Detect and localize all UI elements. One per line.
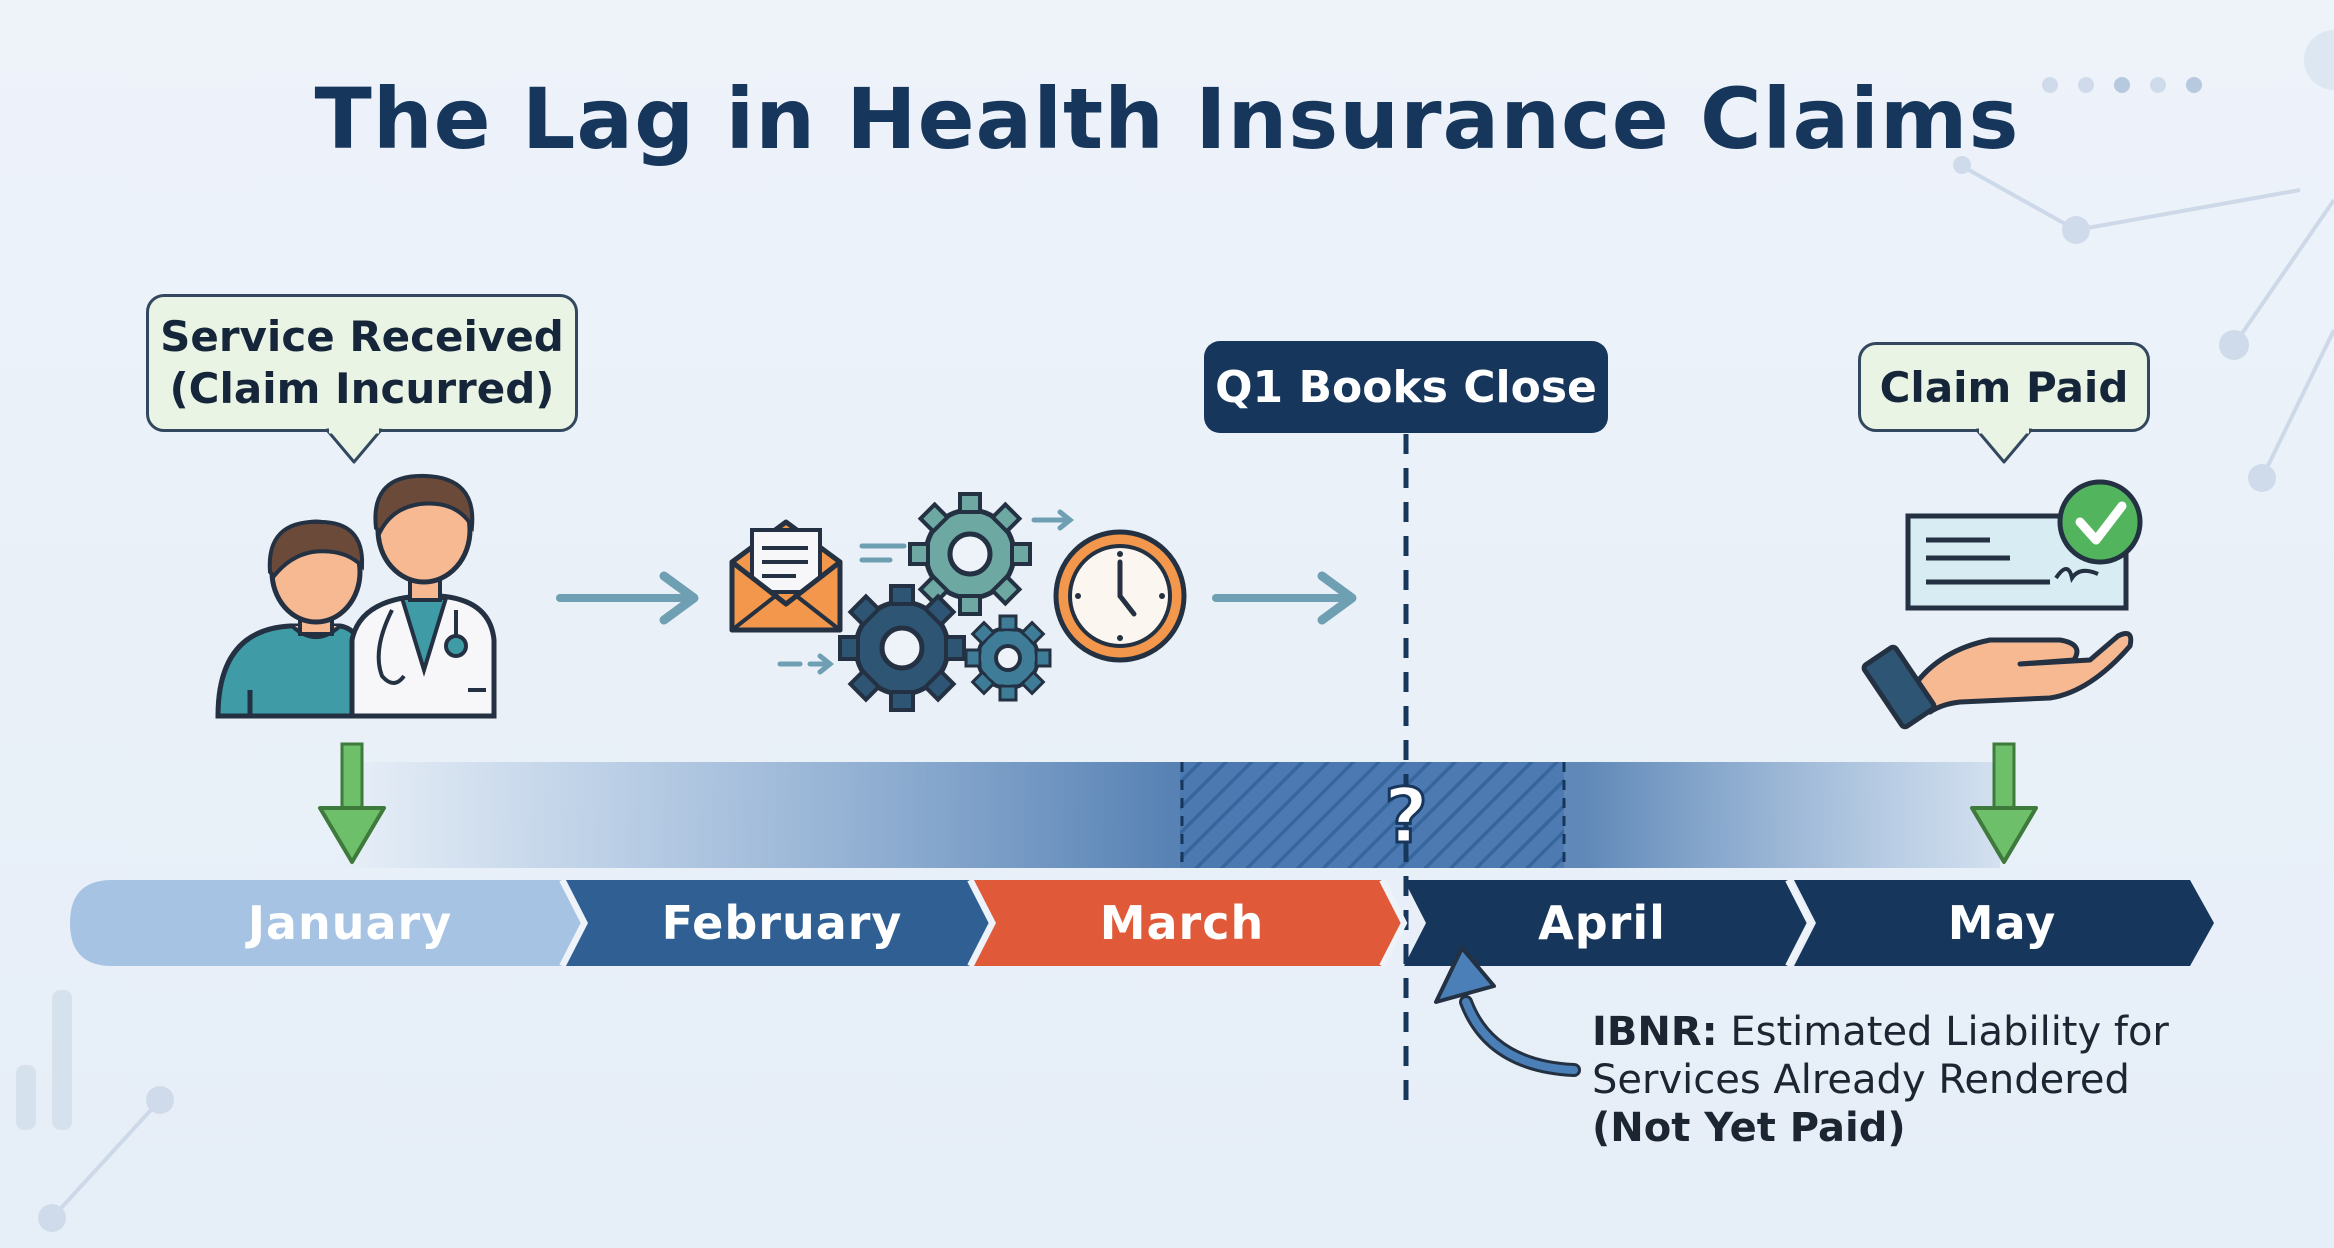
timeline: [70, 878, 2214, 968]
doctor-icon: [349, 473, 497, 719]
ibnr-line1: Estimated Liability for: [1730, 1009, 2169, 1055]
claim-paid-label: Claim Paid: [1879, 362, 2129, 412]
envelope-icon: [729, 519, 843, 633]
month-label-april: April: [1538, 896, 1666, 950]
process-arrow-2: [1212, 571, 1357, 625]
month-label-may: May: [1947, 896, 2057, 950]
service-received-callout: Service Received (Claim Incurred): [146, 294, 578, 432]
service-received-line2: (Claim Incurred): [169, 364, 555, 413]
hand-icon: [1861, 631, 2134, 730]
page-title: The Lag in Health Insurance Claims: [314, 70, 2020, 168]
unpaid-hatched-zone: [1180, 762, 1564, 868]
claims-lag-band: [340, 762, 2000, 868]
uncertainty-question-mark: ?: [1382, 769, 1429, 861]
ibnr-line3: (Not Yet Paid): [1592, 1105, 1906, 1151]
timeline-segment-may: [1794, 880, 2214, 966]
timeline-segment-february: [566, 880, 992, 966]
ibnr-term: IBNR:: [1592, 1009, 1718, 1055]
month-label-march: March: [1099, 896, 1265, 950]
claim-paid-bubble-pointer: [1975, 428, 2033, 464]
process-arrow-1: [556, 571, 699, 625]
ibnr-pointer-arrow: [1434, 946, 1581, 1077]
timeline-segment-april: [1404, 880, 1810, 966]
service-bubble-pointer: [325, 428, 383, 464]
month-label-january: January: [247, 896, 453, 950]
payment-down-arrow: [1970, 742, 2038, 864]
timeline-segment-march: [974, 880, 1404, 966]
timeline-segment-january: [70, 880, 584, 966]
claim-paid-callout: Claim Paid: [1858, 342, 2150, 432]
checkmark-badge-icon: [2057, 479, 2143, 565]
gears-icon: [838, 492, 1052, 712]
ibnr-note: IBNR: Estimated Liability for Services A…: [1592, 1008, 2272, 1152]
service-down-arrow: [318, 742, 386, 864]
service-received-line1: Service Received: [160, 312, 564, 361]
clock-icon: [1053, 529, 1187, 663]
motion-lines: [777, 509, 1075, 675]
patient-icon: [215, 519, 375, 719]
month-label-february: February: [661, 896, 903, 950]
ibnr-line2: Services Already Rendered: [1592, 1057, 2130, 1103]
q1-books-close-label: Q1 Books Close: [1204, 341, 1608, 433]
